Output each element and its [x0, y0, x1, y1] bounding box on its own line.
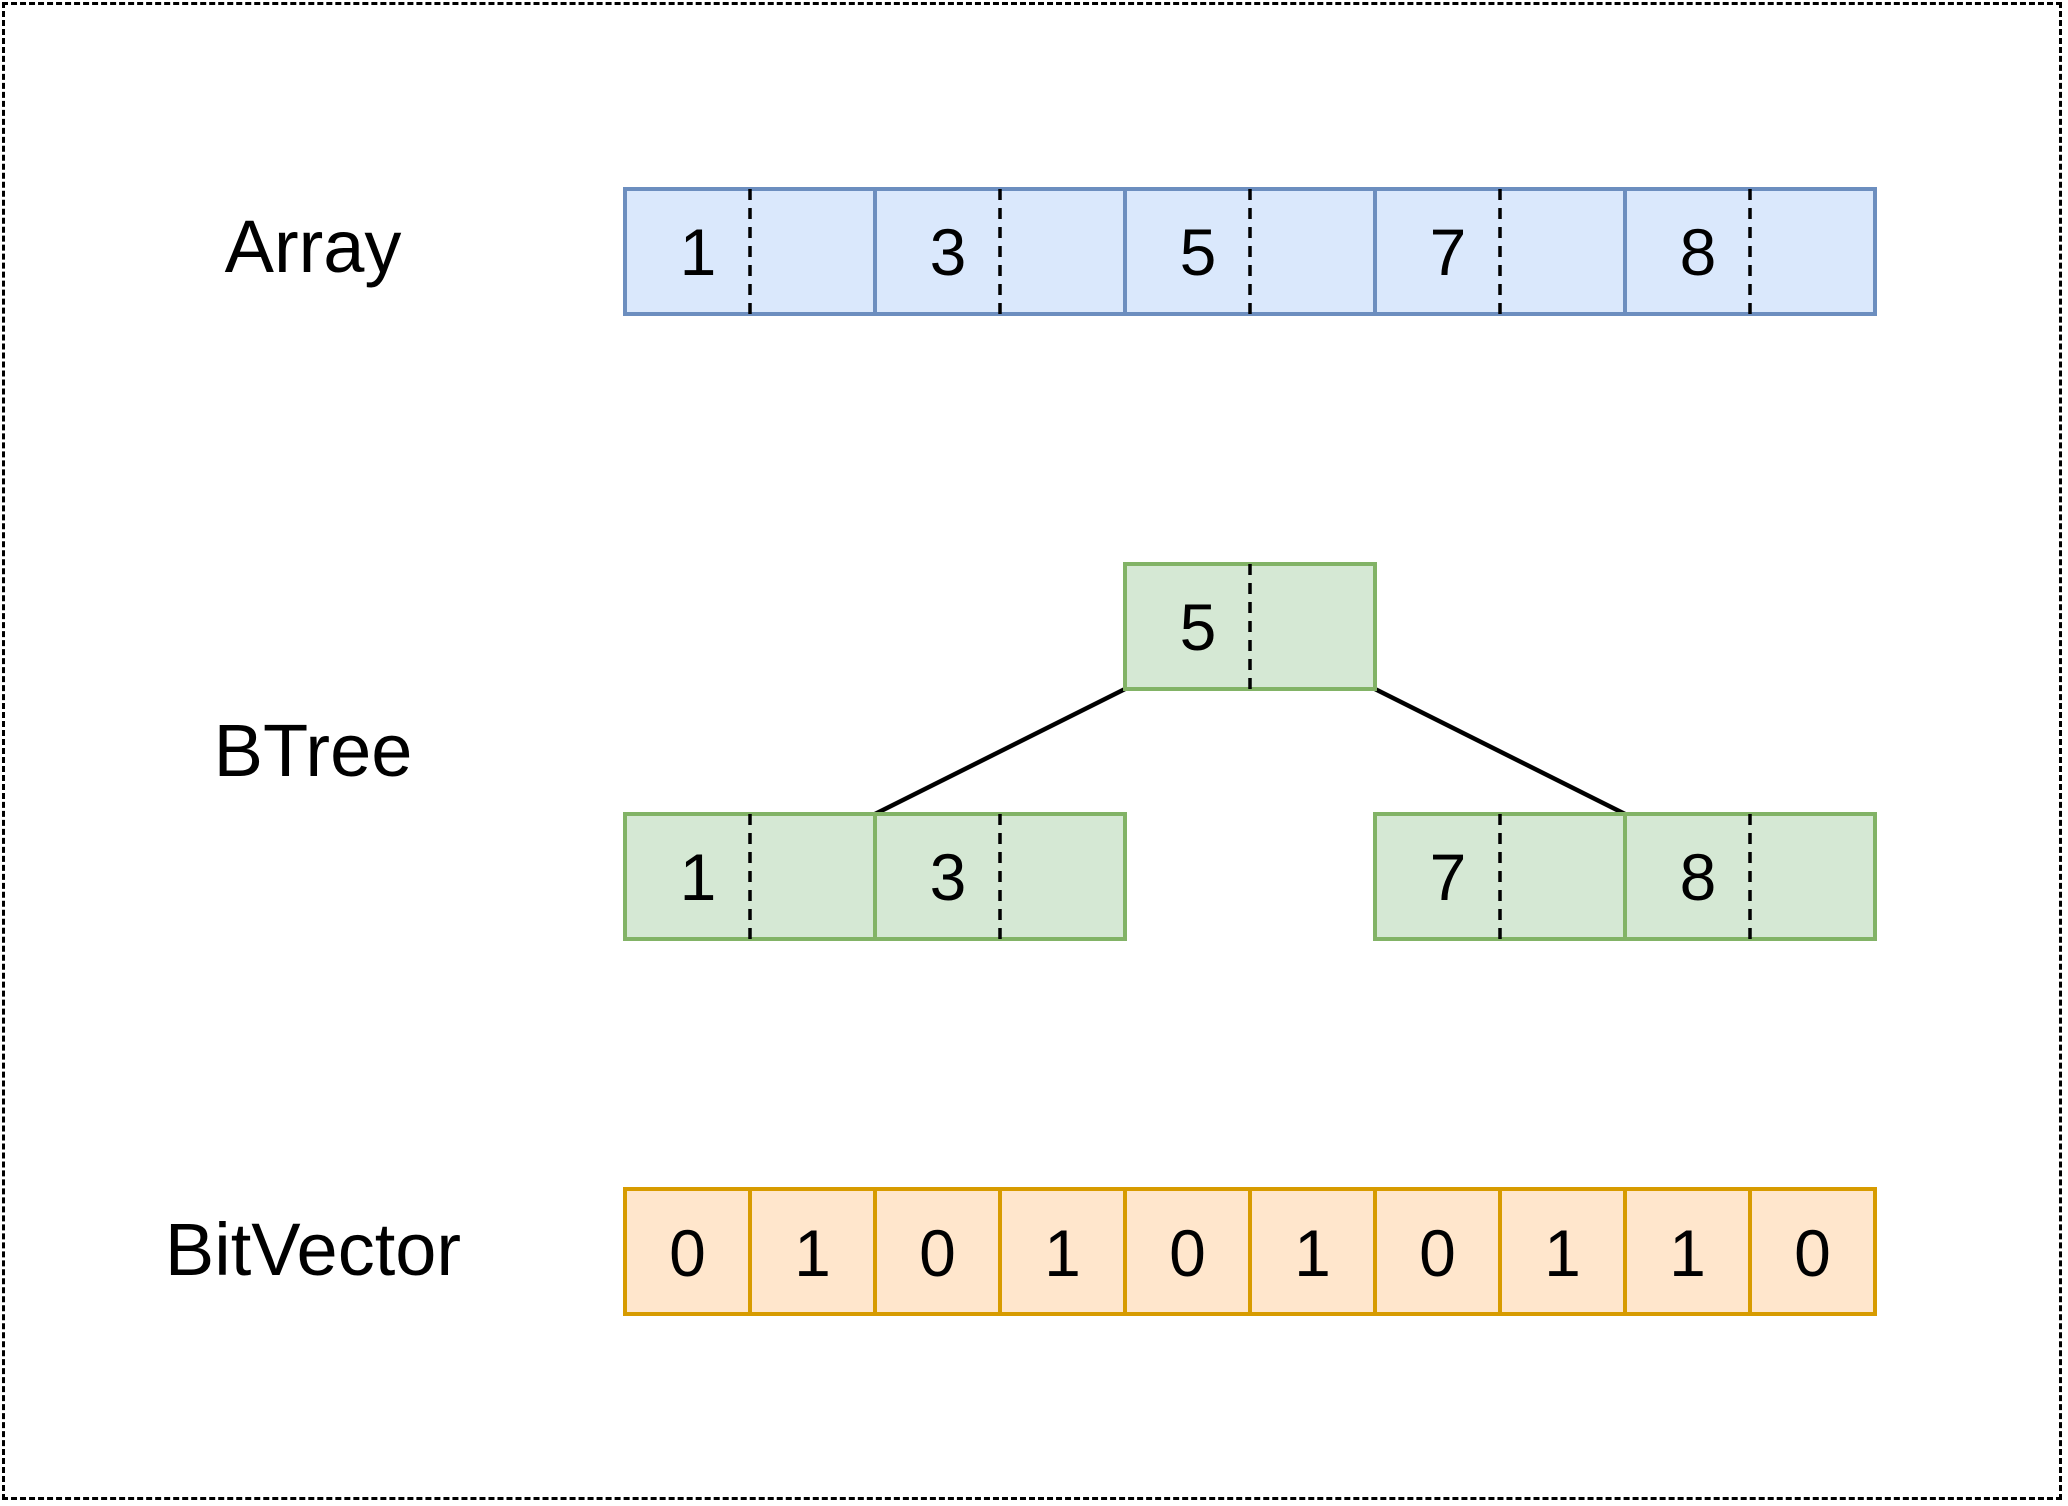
- btree-edge-right: [1373, 686, 1627, 817]
- array-key: 1: [680, 215, 717, 289]
- bitvector-label: BitVector: [165, 1208, 461, 1291]
- bitvector-cell: [1498, 1187, 1627, 1316]
- bitvector-cell: [1623, 1187, 1752, 1316]
- bitvector-bit: 0: [919, 1216, 956, 1290]
- btree-edge-left: [873, 686, 1127, 817]
- bitvector-cell: [873, 1187, 1002, 1316]
- btree-edges: [873, 686, 1627, 817]
- bitvector-bit: 0: [1419, 1216, 1456, 1290]
- bitvector-bit: 1: [1044, 1216, 1081, 1290]
- btree-right-leaf-key: 8: [1680, 840, 1717, 914]
- bitvector-bit: 1: [1294, 1216, 1331, 1290]
- bitvector-cell: [748, 1187, 877, 1316]
- btree-left-leaf-key: 1: [680, 840, 717, 914]
- bitvector-cell: [1123, 1187, 1252, 1316]
- btree-root-key: 5: [1180, 590, 1217, 664]
- bitvector-row: 0 1 0 1 0 1 0 1 1 0: [623, 1187, 1877, 1316]
- array-key: 7: [1430, 215, 1467, 289]
- array-row: 1 3 5 7 8: [623, 187, 1877, 316]
- btree-root-node: 5: [1123, 562, 1377, 691]
- bitvector-bit: 0: [1794, 1216, 1831, 1290]
- btree-right-leaf-key: 7: [1430, 840, 1467, 914]
- bitvector-bit: 0: [1169, 1216, 1206, 1290]
- array-key: 5: [1180, 215, 1217, 289]
- bitvector-cell: [1748, 1187, 1877, 1316]
- array-key: 3: [930, 215, 967, 289]
- array-key: 8: [1680, 215, 1717, 289]
- bitvector-bit: 1: [794, 1216, 831, 1290]
- bitvector-bit: 1: [1544, 1216, 1581, 1290]
- array-label: Array: [225, 205, 402, 288]
- btree-left-leaf-key: 3: [930, 840, 967, 914]
- bitvector-bit: 0: [669, 1216, 706, 1290]
- btree-label: BTree: [214, 709, 413, 792]
- bitvector-cell: [1248, 1187, 1377, 1316]
- bitvector-bit: 1: [1669, 1216, 1706, 1290]
